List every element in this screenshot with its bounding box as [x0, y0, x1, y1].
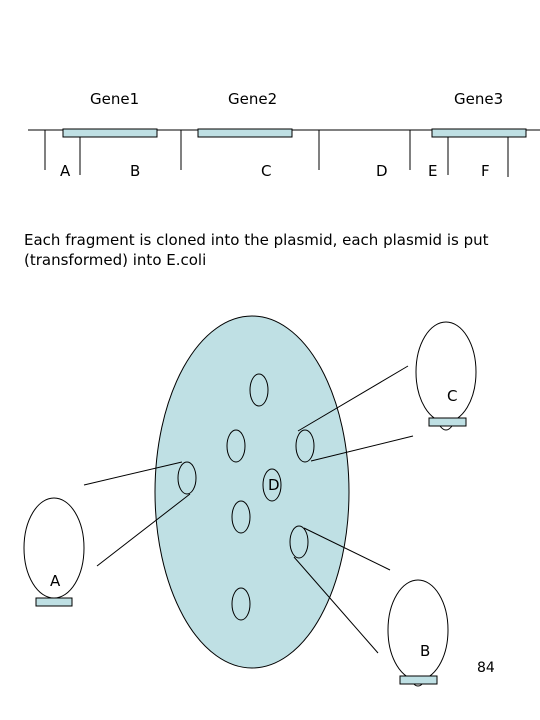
tube-c-label: C — [447, 387, 457, 405]
colony — [262, 468, 282, 502]
tube-body — [415, 321, 477, 423]
pointer-line — [83, 461, 183, 486]
fragment-label-b: B — [130, 162, 140, 180]
gene1-label: Gene1 — [90, 90, 139, 108]
colony — [249, 373, 269, 407]
tube-body — [387, 579, 449, 681]
tube-cap — [399, 675, 438, 685]
colony — [177, 461, 197, 495]
pointer-line — [310, 435, 414, 462]
colony — [231, 500, 251, 534]
colony — [231, 587, 251, 621]
pointer-line — [303, 527, 391, 571]
tube-a-label: A — [50, 572, 61, 590]
pointer-line — [297, 365, 409, 432]
gene2-label: Gene2 — [228, 90, 277, 108]
page-number: 84 — [477, 660, 495, 676]
pointer-line — [96, 493, 191, 567]
caption-text: Each fragment is cloned into the plasmid… — [24, 231, 489, 269]
colony — [289, 525, 309, 559]
fragment-label-e: E — [428, 162, 437, 180]
plate-colony-label: D — [268, 476, 280, 494]
tube-cap — [428, 417, 467, 427]
gene3-label: Gene3 — [454, 90, 503, 108]
fragment-label-d: D — [376, 162, 388, 180]
tube-a: A — [23, 497, 85, 607]
petri-plate — [154, 315, 350, 669]
fragment-label-a: A — [60, 162, 71, 180]
fragment-label-f: F — [481, 162, 490, 180]
tube-b: B — [387, 579, 449, 687]
pointer-line — [293, 556, 379, 654]
fragment-label-c: C — [261, 162, 271, 180]
tube-b-label: B — [420, 642, 430, 660]
gene2-bar — [197, 128, 293, 138]
gene1-bar — [62, 128, 158, 138]
colony — [295, 429, 315, 463]
colony — [226, 429, 246, 463]
tube-c: C — [415, 321, 477, 431]
gene3-bar — [431, 128, 527, 138]
tube-cap — [35, 597, 73, 607]
tube-tip — [439, 425, 453, 431]
